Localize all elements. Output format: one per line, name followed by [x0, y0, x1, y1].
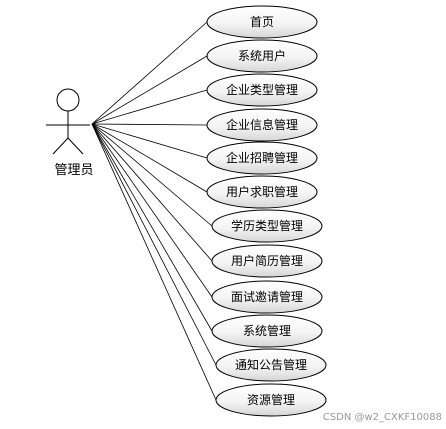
use-case-ellipse [211, 314, 323, 348]
association-line [91, 123, 208, 126]
use-case-label: 企业类型管理 [226, 82, 298, 97]
actor-left-leg [52, 137, 69, 155]
use-case: 企业信息管理 [206, 108, 318, 142]
use-case-label: 学历类型管理 [231, 218, 303, 233]
use-case: 通知公告管理 [215, 348, 327, 382]
use-case: 用户简历管理 [211, 244, 323, 278]
use-case-ellipse [206, 73, 318, 107]
association-line [91, 123, 217, 401]
use-case-ellipse [215, 383, 327, 417]
association-line [91, 123, 213, 262]
use-case-label: 用户求职管理 [226, 184, 298, 199]
use-case: 企业招聘管理 [206, 141, 318, 175]
use-case-ellipse [206, 175, 318, 209]
use-case-label: 用户简历管理 [231, 253, 303, 268]
association-line [91, 123, 217, 366]
use-case: 首页 [206, 5, 318, 39]
use-case: 系统管理 [211, 314, 323, 348]
use-case-ellipse [211, 280, 323, 314]
use-case: 面试邀请管理 [211, 280, 323, 314]
use-case-label: 首页 [250, 15, 274, 29]
association-line [91, 123, 213, 227]
use-case-label: 企业招聘管理 [226, 150, 298, 165]
use-case-ellipse [211, 244, 323, 278]
use-case-label: 系统管理 [243, 323, 291, 338]
actor-name: 管理员 [54, 163, 93, 178]
use-case-ellipse [211, 209, 323, 243]
use-case-label: 资源管理 [247, 392, 295, 407]
use-case-ellipse [206, 141, 318, 175]
actor-head [56, 88, 80, 112]
use-case: 企业类型管理 [206, 73, 318, 107]
association-lines [91, 21, 217, 401]
use-case: 用户求职管理 [206, 175, 318, 209]
actor-right-leg [67, 137, 84, 155]
use-case-label: 面试邀请管理 [231, 289, 303, 304]
use-case-label: 系统用户 [238, 48, 286, 63]
use-case-ellipse [215, 348, 327, 382]
association-line [91, 123, 213, 298]
actor-administrator: 管理员 [46, 88, 94, 178]
association-line [91, 89, 208, 125]
use-case: 资源管理 [215, 383, 327, 417]
association-line [91, 123, 208, 193]
use-cases: 首页系统用户企业类型管理企业信息管理企业招聘管理用户求职管理学历类型管理用户简历… [206, 5, 327, 417]
association-line [91, 21, 208, 125]
use-case-ellipse [206, 108, 318, 142]
use-case-label: 通知公告管理 [235, 357, 307, 372]
use-case: 系统用户 [206, 39, 318, 73]
association-line [91, 123, 213, 332]
association-line [91, 123, 208, 159]
use-case-ellipse [206, 5, 318, 39]
use-case-label: 企业信息管理 [226, 117, 298, 132]
watermark: CSDN @w2_CXKF10088 [322, 412, 442, 423]
use-case-ellipse [206, 39, 318, 73]
use-case: 学历类型管理 [211, 209, 323, 243]
association-line [91, 55, 208, 125]
